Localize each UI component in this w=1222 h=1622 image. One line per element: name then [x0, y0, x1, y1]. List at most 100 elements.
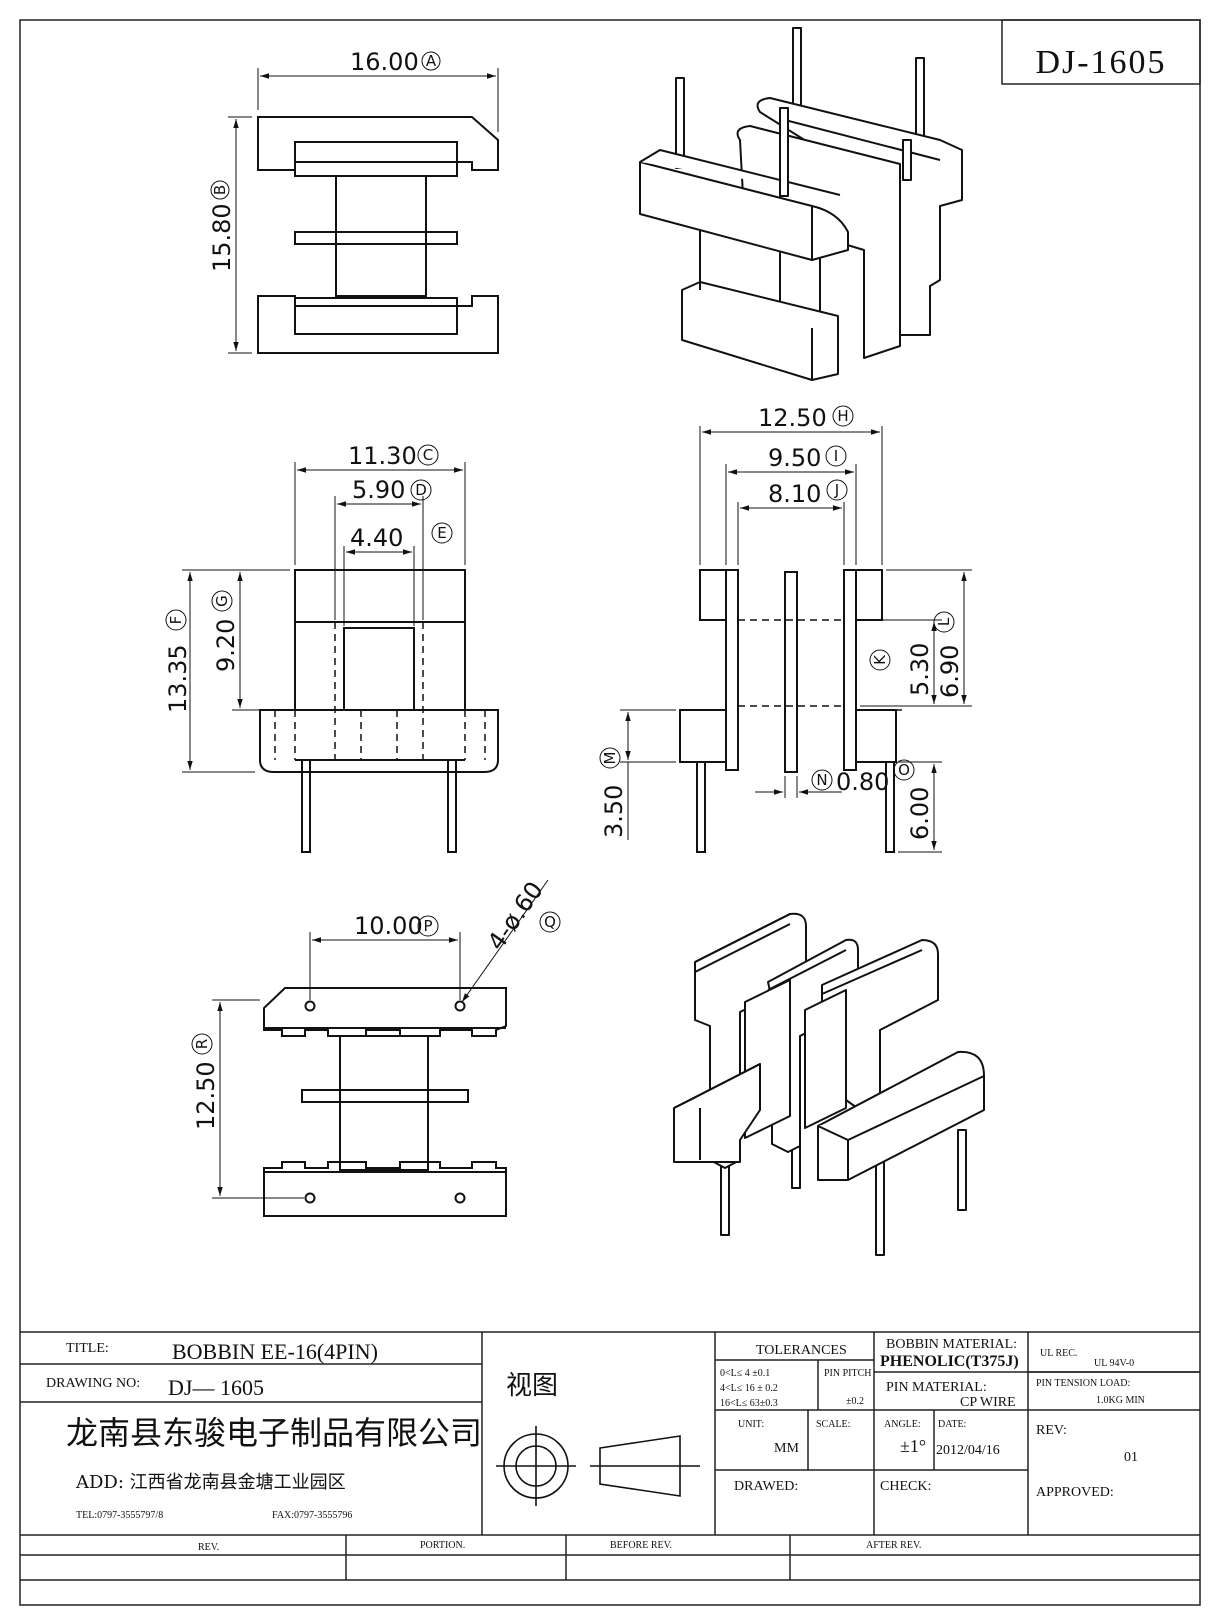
- dim-R-marker: R: [193, 1039, 211, 1049]
- tolerances-label: TOLERANCES: [756, 1343, 847, 1358]
- view-front: [259, 569, 499, 853]
- dim-H-value: 12.50: [758, 404, 827, 432]
- dim-B: 15.80 B: [208, 116, 252, 354]
- view-iso-lower: [673, 912, 985, 1256]
- dim-B-value: 15.80: [208, 203, 236, 272]
- pin-pitch-label: PIN PITCH: [824, 1368, 872, 1379]
- drawing-code-box: DJ-1605: [1001, 19, 1201, 85]
- dim-O-value: 6.00: [906, 787, 934, 840]
- dim-I: 9.50 I: [725, 444, 857, 565]
- pin-material-value: CP WIRE: [960, 1395, 1016, 1410]
- projection-symbol: [496, 1426, 700, 1506]
- title-label: TITLE:: [66, 1341, 109, 1356]
- dim-J-marker: J: [834, 481, 839, 499]
- company-address: ADD: 江西省龙南县金塘工业园区: [75, 1472, 346, 1493]
- pin-pitch-value: ±0.2: [846, 1396, 864, 1407]
- dim-Q-value: 4-ø.60: [482, 876, 549, 955]
- dim-G-marker: G: [213, 595, 231, 607]
- dim-L-marker: L: [935, 617, 953, 626]
- angle-value: ±1°: [900, 1436, 926, 1456]
- tolerance-1: 0<L≤ 4 ±0.1: [720, 1368, 770, 1379]
- dim-E-marker: E: [437, 524, 446, 542]
- bobbin-material-label: BOBBIN MATERIAL:: [886, 1337, 1017, 1352]
- date-value: 2012/04/16: [936, 1443, 1000, 1458]
- tolerance-3: 16<L≤ 63±0.3: [720, 1398, 778, 1409]
- dim-B-marker: B: [211, 185, 229, 195]
- dim-Q: 4-ø.60 Q: [461, 876, 561, 1003]
- dim-K-marker: K: [871, 654, 889, 665]
- ul-rec-label: UL REC.: [1040, 1348, 1077, 1359]
- view-iso-upper: [639, 27, 963, 381]
- dim-O: 6.00 O: [893, 759, 942, 853]
- ul-rec-value: UL 94V-0: [1094, 1358, 1134, 1369]
- dim-G: 9.20 G: [211, 569, 290, 711]
- dim-J: 8.10 J: [737, 479, 848, 565]
- dim-N: N 0.80: [755, 768, 889, 798]
- dim-F-value: 13.35: [164, 644, 192, 713]
- dim-H: 12.50 H: [699, 404, 883, 565]
- pin-tension-value: 1.0KG MIN: [1096, 1395, 1145, 1406]
- check-label: CHECK:: [880, 1479, 931, 1494]
- rev-value: 01: [1124, 1450, 1138, 1465]
- dim-C-value: 11.30: [348, 442, 417, 470]
- bobbin-material-value: PHENOLIC(T375J): [880, 1353, 1019, 1370]
- dim-N-value: 0.80: [836, 768, 889, 796]
- dim-C: 11.30 C: [294, 442, 466, 565]
- dim-D: 5.90 D: [334, 476, 432, 620]
- before-rev-column-header: BEFORE REV.: [610, 1540, 672, 1551]
- dim-M-marker: M: [601, 752, 619, 765]
- dim-M: 3.50 M: [599, 709, 676, 840]
- dim-P-marker: P: [423, 917, 432, 935]
- portion-column-header: PORTION.: [420, 1540, 465, 1551]
- dim-G-value: 9.20: [212, 619, 240, 672]
- dim-J-value: 8.10: [768, 480, 821, 508]
- dim-I-marker: I: [834, 447, 838, 465]
- company-tel: TEL:0797-3555797/8: [76, 1510, 163, 1521]
- dim-D-marker: D: [415, 481, 427, 499]
- view-top: [257, 116, 499, 354]
- dim-P-value: 10.00: [354, 912, 423, 940]
- dim-K-value: 5.30: [906, 643, 934, 696]
- pin-tension-label: PIN TENSION LOAD:: [1036, 1378, 1130, 1389]
- dim-A: 16.00 A: [257, 48, 499, 132]
- view-bottom: [263, 987, 507, 1217]
- drawed-label: DRAWED:: [734, 1479, 798, 1494]
- dim-E: 4.40 E: [343, 522, 453, 626]
- drawing-code: DJ-1605: [1035, 44, 1166, 81]
- view-label: 视图: [506, 1371, 558, 1401]
- dim-A-marker: A: [426, 52, 437, 70]
- unit-value: MM: [774, 1441, 799, 1456]
- scale-label: SCALE:: [816, 1419, 850, 1430]
- company-fax: FAX:0797-3555796: [272, 1510, 352, 1521]
- angle-label: ANGLE:: [884, 1419, 921, 1430]
- title-value: BOBBIN EE-16(4PIN): [172, 1339, 378, 1364]
- date-label: DATE:: [938, 1419, 966, 1430]
- drawing-no-label: DRAWING NO:: [46, 1376, 140, 1391]
- view-side: [679, 569, 906, 853]
- sheet-border: [19, 19, 1201, 1606]
- after-rev-column-header: AFTER REV.: [866, 1540, 921, 1551]
- dim-N-marker: N: [816, 771, 827, 789]
- dim-L: 6.90 L: [886, 569, 972, 704]
- dim-F-marker: F: [167, 616, 185, 625]
- dim-O-marker: O: [898, 761, 910, 779]
- dim-Q-marker: Q: [544, 913, 556, 931]
- dim-I-value: 9.50: [768, 444, 821, 472]
- unit-label: UNIT:: [738, 1419, 764, 1430]
- dim-H-marker: H: [837, 407, 848, 425]
- dim-P: 10.00 P: [309, 912, 461, 1000]
- dim-D-value: 5.90: [352, 476, 405, 504]
- tolerance-2: 4<L≤ 16 ± 0.2: [720, 1383, 778, 1394]
- dim-M-value: 3.50: [600, 785, 628, 838]
- title-block: [20, 1331, 1200, 1581]
- dim-A-value: 16.00: [350, 48, 419, 76]
- rev-column-header: REV.: [198, 1542, 219, 1553]
- dim-R-value: 12.50: [192, 1061, 220, 1130]
- dim-R: 12.50 R: [191, 999, 304, 1199]
- dim-K: 5.30 K: [860, 619, 972, 707]
- dim-E-value: 4.40: [350, 524, 403, 552]
- rev-label: REV:: [1036, 1423, 1067, 1438]
- dim-C-marker: C: [423, 446, 433, 464]
- pin-material-label: PIN MATERIAL:: [886, 1380, 987, 1395]
